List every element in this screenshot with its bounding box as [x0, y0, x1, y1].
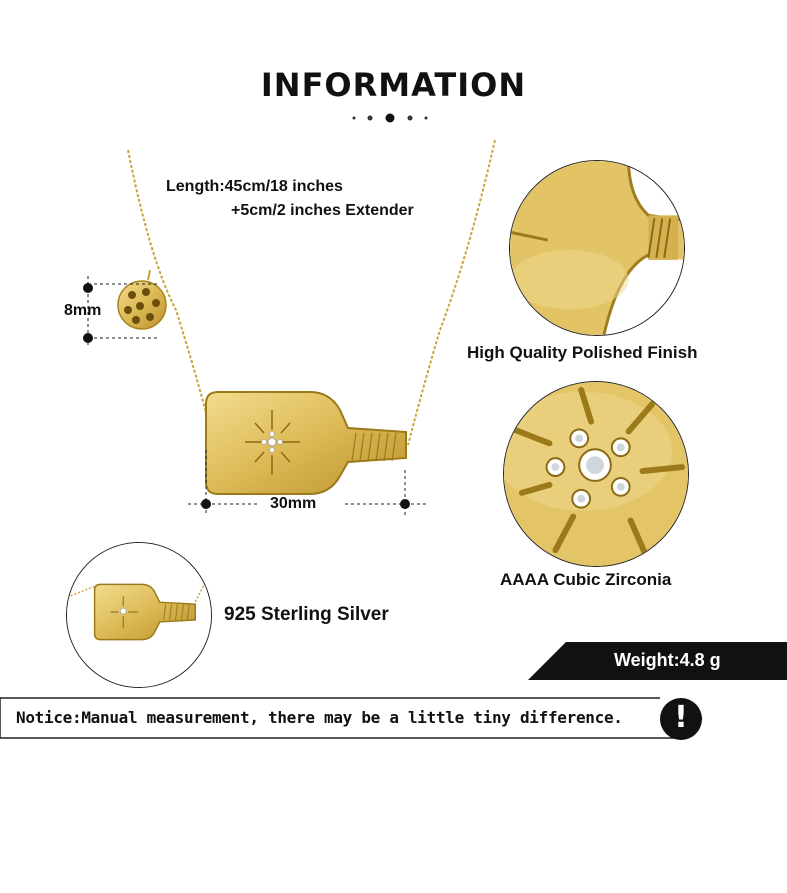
weight-banner: Weight:4.8 g — [528, 642, 787, 680]
polished-finish-closeup — [509, 160, 685, 336]
feature-cubic-zirconia: AAAA Cubic Zirconia — [500, 570, 672, 589]
notice-text: Notice:Manual measurement, there may be … — [16, 708, 623, 727]
necklace-illustration — [83, 140, 496, 516]
paddle-pendant-icon — [205, 391, 407, 495]
feature-polished-finish: High Quality Polished Finish — [467, 343, 698, 362]
extender-spec: +5cm/2 inches Extender — [231, 202, 414, 219]
chain-right — [407, 140, 496, 446]
cubic-zirconia-closeup — [503, 381, 689, 567]
page-title: INFORMATION — [260, 66, 527, 104]
pendant-width-label: 30mm — [270, 495, 317, 512]
notice-bar: Notice:Manual measurement, there may be … — [0, 696, 787, 744]
ball-dimension-marker — [87, 276, 160, 346]
pickleball-icon — [117, 269, 167, 330]
warning-icon-symbol: ! — [674, 700, 688, 735]
length-spec: Length:45cm/18 inches — [166, 178, 343, 195]
weight-label: Weight:4.8 g — [614, 650, 721, 670]
feature-sterling-silver: 925 Sterling Silver — [224, 604, 389, 625]
sterling-silver-closeup — [66, 542, 212, 688]
title-divider-dots — [352, 113, 428, 123]
ball-size-label: 8mm — [64, 302, 102, 319]
warning-icon: ! — [660, 698, 702, 740]
chain-left — [127, 149, 213, 436]
